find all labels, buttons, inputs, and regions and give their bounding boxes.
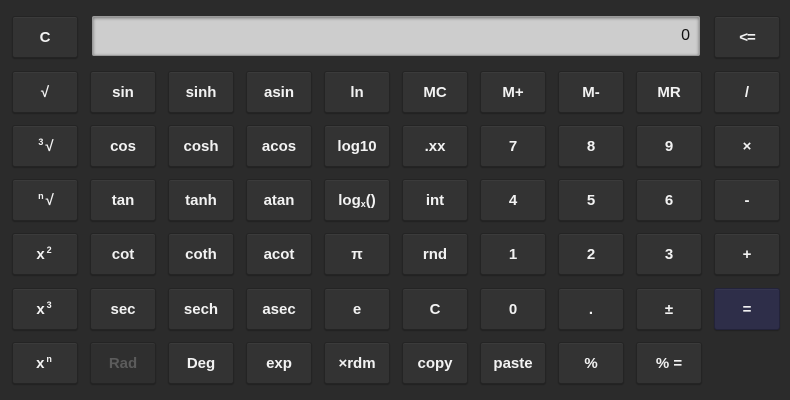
digit-4-button[interactable]: 4 — [480, 179, 546, 221]
log10-button[interactable]: log10 — [324, 125, 390, 167]
cube-base: x — [36, 300, 45, 318]
equals-button[interactable]: = — [714, 288, 780, 330]
multiply-button[interactable]: × — [714, 125, 780, 167]
digit-7-button[interactable]: 7 — [480, 125, 546, 167]
square-exponent: 2 — [46, 245, 52, 255]
digit-6-button[interactable]: 6 — [636, 179, 702, 221]
digit-8-button[interactable]: 8 — [558, 125, 624, 167]
power-base: x — [36, 354, 45, 372]
multiply-random-button[interactable]: ×rdm — [324, 342, 390, 384]
sinh-button[interactable]: sinh — [168, 71, 234, 113]
radians-button[interactable]: Rad — [90, 342, 156, 384]
display: 0 — [92, 16, 700, 56]
degrees-button[interactable]: Deg — [168, 342, 234, 384]
sech-button[interactable]: sech — [168, 288, 234, 330]
minus-button[interactable]: - — [714, 179, 780, 221]
divide-button[interactable]: / — [714, 71, 780, 113]
decimal-point-button[interactable]: . — [558, 288, 624, 330]
fixed-decimals-button[interactable]: .xx — [402, 125, 468, 167]
power-exponent: n — [46, 354, 52, 364]
sec-button[interactable]: sec — [90, 288, 156, 330]
round-button[interactable]: rnd — [402, 233, 468, 275]
nth-root-index: n — [38, 191, 44, 201]
percent-button[interactable]: % — [558, 342, 624, 384]
cube-root-index: 3 — [38, 137, 44, 147]
memory-add-button[interactable]: M+ — [480, 71, 546, 113]
nth-root-button[interactable]: n√ — [12, 179, 78, 221]
asin-button[interactable]: asin — [246, 71, 312, 113]
digit-2-button[interactable]: 2 — [558, 233, 624, 275]
digit-3-button[interactable]: 3 — [636, 233, 702, 275]
log-base-subscript: x — [360, 199, 366, 209]
cosh-button[interactable]: cosh — [168, 125, 234, 167]
atan-button[interactable]: atan — [246, 179, 312, 221]
digit-5-button[interactable]: 5 — [558, 179, 624, 221]
backspace-icon: <= — [739, 28, 756, 46]
clear-button[interactable]: C — [402, 288, 468, 330]
memory-subtract-button[interactable]: M- — [558, 71, 624, 113]
memory-clear-button[interactable]: MC — [402, 71, 468, 113]
cos-button[interactable]: cos — [90, 125, 156, 167]
tanh-button[interactable]: tanh — [168, 179, 234, 221]
digit-1-button[interactable]: 1 — [480, 233, 546, 275]
log-base-label: log — [338, 191, 361, 209]
square-base: x — [36, 245, 45, 263]
cube-root-symbol: √ — [45, 137, 54, 155]
negate-button[interactable]: ± — [636, 288, 702, 330]
asec-button[interactable]: asec — [246, 288, 312, 330]
sin-button[interactable]: sin — [90, 71, 156, 113]
backspace-button[interactable]: <= — [714, 16, 780, 58]
display-value: 0 — [681, 27, 690, 44]
cot-button[interactable]: cot — [90, 233, 156, 275]
ln-button[interactable]: ln — [324, 71, 390, 113]
integer-button[interactable]: int — [402, 179, 468, 221]
cube-root-button[interactable]: 3√ — [12, 125, 78, 167]
digit-9-button[interactable]: 9 — [636, 125, 702, 167]
sqrt-button[interactable]: √ — [12, 71, 78, 113]
exp-button[interactable]: exp — [246, 342, 312, 384]
copy-button[interactable]: copy — [402, 342, 468, 384]
percent-equals-button[interactable]: % = — [636, 342, 702, 384]
log-base-parens: () — [365, 191, 376, 209]
paste-button[interactable]: paste — [480, 342, 546, 384]
acot-button[interactable]: acot — [246, 233, 312, 275]
euler-button[interactable]: e — [324, 288, 390, 330]
clear-top-button[interactable]: C — [12, 16, 78, 58]
coth-button[interactable]: coth — [168, 233, 234, 275]
acos-button[interactable]: acos — [246, 125, 312, 167]
plus-button[interactable]: + — [714, 233, 780, 275]
memory-recall-button[interactable]: MR — [636, 71, 702, 113]
tan-button[interactable]: tan — [90, 179, 156, 221]
nth-root-symbol: √ — [45, 191, 54, 209]
cube-exponent: 3 — [46, 300, 52, 310]
pi-button[interactable]: π — [324, 233, 390, 275]
digit-0-button[interactable]: 0 — [480, 288, 546, 330]
